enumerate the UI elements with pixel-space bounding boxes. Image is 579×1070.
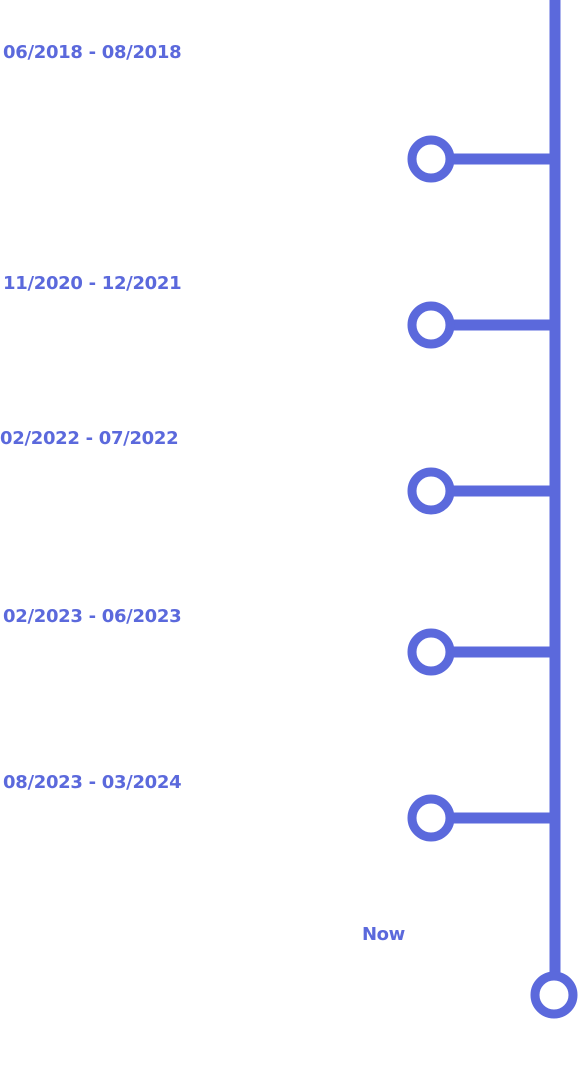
timeline-node-current <box>530 971 578 1019</box>
date-range-4: 02/2023 - 06/2023 <box>3 606 182 627</box>
date-range-2: 11/2020 - 12/2021 <box>3 273 182 294</box>
timeline-node-2 <box>407 301 455 349</box>
now-label: Now <box>362 924 405 945</box>
date-range-3: 02/2022 - 07/2022 <box>0 428 179 449</box>
timeline-node-1 <box>407 135 455 183</box>
timeline-node-3 <box>407 467 455 515</box>
timeline-node-4 <box>407 628 455 676</box>
timeline-node-5 <box>407 794 455 842</box>
date-range-5: 08/2023 - 03/2024 <box>3 772 182 793</box>
date-range-1: 06/2018 - 08/2018 <box>3 42 182 63</box>
